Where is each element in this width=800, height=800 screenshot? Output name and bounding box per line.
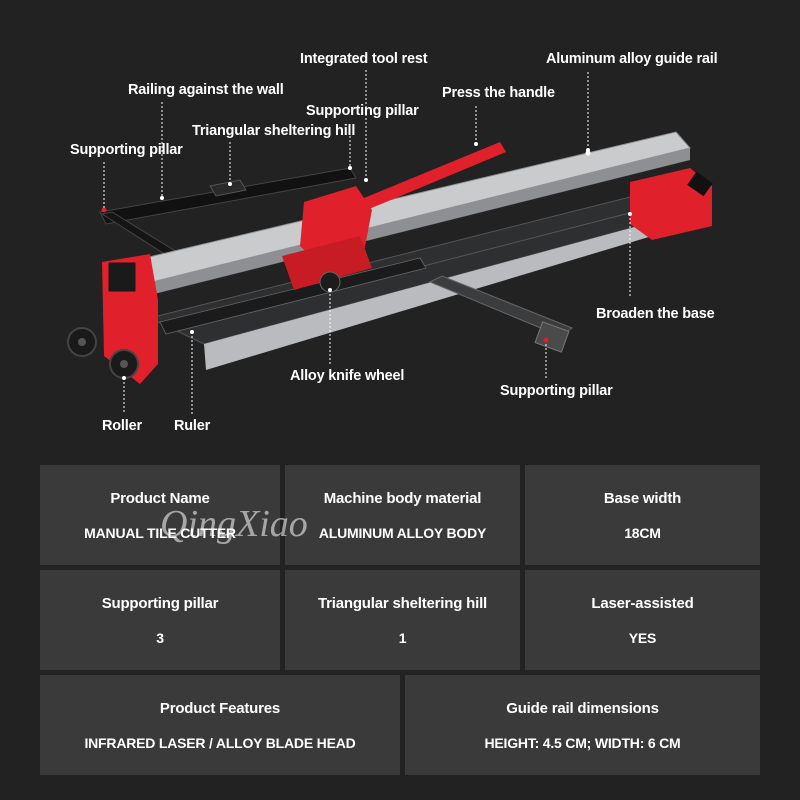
front-pillar-red-dot (543, 337, 549, 343)
leader-dot-railing (160, 196, 164, 200)
callout-supporting-pillar-bottom: Supporting pillar (500, 383, 613, 399)
spec-cell-triangular-hill: Triangular sheltering hill 1 (285, 570, 520, 670)
left-pillar-red-dot (101, 207, 107, 213)
leader-dot-ruler (190, 330, 194, 334)
callout-integrated-tool-rest: Integrated tool rest (300, 51, 428, 67)
spec-cell-product-name: Product Name MANUAL TILE CUTTER (40, 465, 280, 565)
leader-dot-knife (328, 288, 332, 292)
callout-alloy-knife-wheel: Alloy knife wheel (290, 368, 405, 384)
spec-value: MANUAL TILE CUTTER (84, 524, 236, 541)
leader-dot-guide-rail (586, 148, 590, 152)
spec-value: 18CM (624, 524, 661, 541)
right-end-knob (687, 171, 713, 197)
product-diagram: Integrated tool rest Aluminum alloy guid… (67, 51, 718, 434)
front-bar-end (534, 321, 570, 353)
leader-dot-tool-rest (364, 178, 368, 182)
callout-press-handle: Press the handle (442, 85, 555, 101)
callout-aluminum-guide-rail: Aluminum alloy guide rail (546, 51, 718, 67)
wall-railing (99, 167, 357, 225)
leader-dot-base (628, 212, 632, 216)
spec-value: INFRARED LASER / ALLOY BLADE HEAD (84, 734, 356, 751)
callout-broaden-base: Broaden the base (596, 306, 715, 322)
callout-roller: Roller (102, 418, 142, 434)
spec-label: Base width (603, 489, 682, 507)
front-support-bar (428, 275, 574, 337)
spec-label: Supporting pillar (101, 594, 219, 612)
spec-value: ALUMINUM ALLOY BODY (318, 524, 487, 541)
spec-value: 3 (156, 629, 164, 646)
guide-rail-side (144, 148, 690, 296)
left-end-screen (107, 261, 137, 293)
spec-label: Triangular sheltering hill (318, 594, 487, 612)
roller-front-hub (120, 360, 128, 368)
spec-value: 1 (398, 629, 407, 646)
leader-dot-triangular (228, 182, 232, 186)
spec-cell-base-width: Base width 18CM (525, 465, 760, 565)
leader-dot-handle (474, 142, 478, 146)
guide-rail-dot (585, 150, 591, 156)
spec-cell-laser-assisted: Laser-assisted YES (525, 570, 760, 670)
spec-label: Machine body material (323, 489, 482, 507)
roller-back-hub (78, 338, 86, 346)
tile-cutter-illustration (67, 70, 713, 414)
spec-cell-supporting-pillar: Supporting pillar 3 (40, 570, 280, 670)
spec-label: Product Features (159, 699, 281, 717)
spec-label: Product Name (110, 489, 210, 507)
leader-dot-pillar-top (348, 166, 352, 170)
spec-label: Guide rail dimensions (506, 699, 659, 717)
cutter-base (282, 236, 372, 290)
press-handle (330, 142, 506, 222)
callout-supporting-pillar-top: Supporting pillar (306, 103, 419, 119)
spec-cell-body-material: Machine body material ALUMINUM ALLOY BOD… (285, 465, 520, 565)
spec-value: HEIGHT: 4.5 CM; WIDTH: 6 CM (484, 734, 681, 751)
callout-ruler: Ruler (174, 418, 211, 434)
callout-supporting-pillar-left: Supporting pillar (70, 142, 183, 158)
spec-cell-product-features: Product Features INFRARED LASER / ALLOY … (40, 675, 400, 775)
spec-cell-guide-rail-dimensions: Guide rail dimensions HEIGHT: 4.5 CM; WI… (405, 675, 760, 775)
spec-value: YES (628, 629, 657, 646)
callout-railing-against-wall: Railing against the wall (128, 82, 284, 98)
spec-label: Laser-assisted (591, 594, 694, 612)
callout-triangular-hill: Triangular sheltering hill (192, 123, 356, 139)
leader-dot-roller (122, 376, 126, 380)
